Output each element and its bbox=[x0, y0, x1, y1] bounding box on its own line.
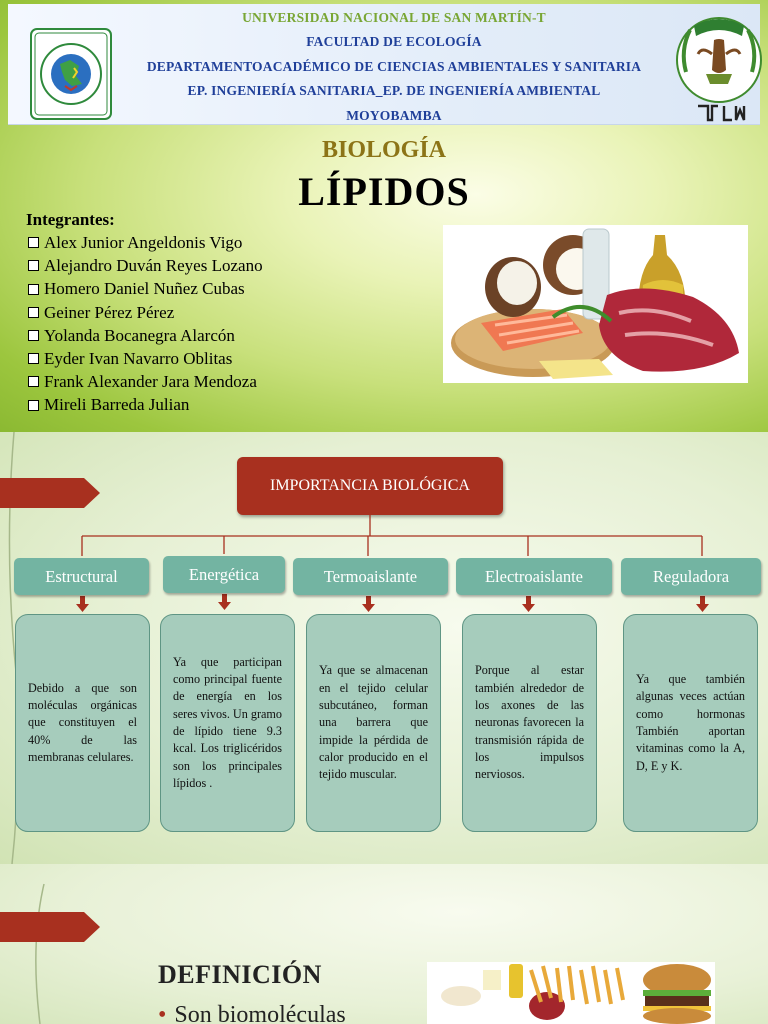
members-label: Integrantes: bbox=[26, 210, 115, 229]
schools-name: EP. INGENIERÍA SANITARIA_EP. DE INGENIER… bbox=[187, 83, 601, 99]
checkbox-bullet-icon bbox=[28, 237, 39, 249]
member-item: Mireli Barreda Julian bbox=[26, 393, 263, 416]
checkbox-bullet-icon bbox=[28, 376, 39, 388]
tab-electroaislante: Electroaislante bbox=[456, 558, 612, 595]
connector-lines bbox=[76, 515, 709, 612]
fast-food-photo bbox=[427, 962, 715, 1024]
tab-estructural: Estructural bbox=[14, 558, 149, 595]
main-title: LÍPIDOS bbox=[298, 169, 470, 214]
definition-slide: DEFINICIÓN •Son biomoléculas bbox=[0, 864, 768, 1024]
checkbox-bullet-icon bbox=[28, 260, 39, 272]
vine-decoration bbox=[35, 883, 45, 1024]
member-item: Geiner Pérez Pérez bbox=[26, 301, 263, 324]
member-item: Alejandro Duván Reyes Lozano bbox=[26, 254, 263, 277]
title-slide: UNIVERSIDAD NACIONAL DE SAN MARTÍN-T FAC… bbox=[0, 0, 768, 432]
importance-root-node: IMPORTANCIA BIOLÓGICA bbox=[237, 457, 503, 515]
lipid-foods-photo bbox=[443, 225, 748, 383]
importance-slide: IMPORTANCIA BIOLÓGICA Estructural Energé… bbox=[0, 432, 768, 864]
header-band: UNIVERSIDAD NACIONAL DE SAN MARTÍN-T FAC… bbox=[8, 4, 762, 125]
card-reguladora: Ya que también algunas veces actúan como… bbox=[623, 614, 758, 832]
card-electroaislante: Porque al estar también alrededor de los… bbox=[462, 614, 597, 832]
card-estructural: Debido a que son moléculas orgánicas que… bbox=[15, 614, 150, 832]
member-item: Alex Junior Angeldonis Vigo bbox=[26, 231, 263, 254]
subject-title: BIOLOGÍA bbox=[321, 137, 447, 163]
tab-termoaislante: Termoaislante bbox=[293, 558, 448, 595]
card-termoaislante: Ya que se almacenan en el tejido celular… bbox=[306, 614, 441, 832]
checkbox-bullet-icon bbox=[28, 306, 39, 318]
faculty-name: FACULTAD DE ECOLOGÍA bbox=[306, 34, 482, 50]
department-name: DEPARTAMENTOACADÉMICO DE CIENCIAS AMBIEN… bbox=[146, 58, 642, 74]
tab-reguladora: Reguladora bbox=[621, 558, 761, 595]
checkbox-bullet-icon bbox=[28, 399, 39, 411]
tab-energetica: Energética bbox=[163, 556, 285, 593]
checkbox-bullet-icon bbox=[28, 283, 39, 295]
checkbox-bullet-icon bbox=[28, 353, 39, 365]
member-item: Yolanda Bocanegra Alarcón bbox=[26, 324, 263, 347]
ecologia-logo bbox=[676, 17, 762, 122]
section-arrow-tab bbox=[0, 478, 100, 508]
university-name: UNIVERSIDAD NACIONAL DE SAN MARTÍN-T bbox=[242, 10, 546, 25]
members-list: Integrantes: Alex Junior Angeldonis Vigo… bbox=[26, 209, 263, 417]
member-item: Homero Daniel Nuñez Cubas bbox=[26, 277, 263, 300]
section-arrow-tab bbox=[0, 912, 100, 942]
definition-title: DEFINICIÓN bbox=[158, 960, 322, 989]
unsm-logo bbox=[30, 28, 112, 120]
definition-bullet: •Son biomoléculas bbox=[158, 1002, 346, 1024]
city-name: MOYOBAMBA bbox=[346, 107, 442, 123]
card-energetica: Ya que participan como principal fuente … bbox=[160, 614, 295, 832]
member-item: Frank Alexander Jara Mendoza bbox=[26, 370, 263, 393]
member-item: Eyder Ivan Navarro Oblitas bbox=[26, 347, 263, 370]
checkbox-bullet-icon bbox=[28, 329, 39, 341]
